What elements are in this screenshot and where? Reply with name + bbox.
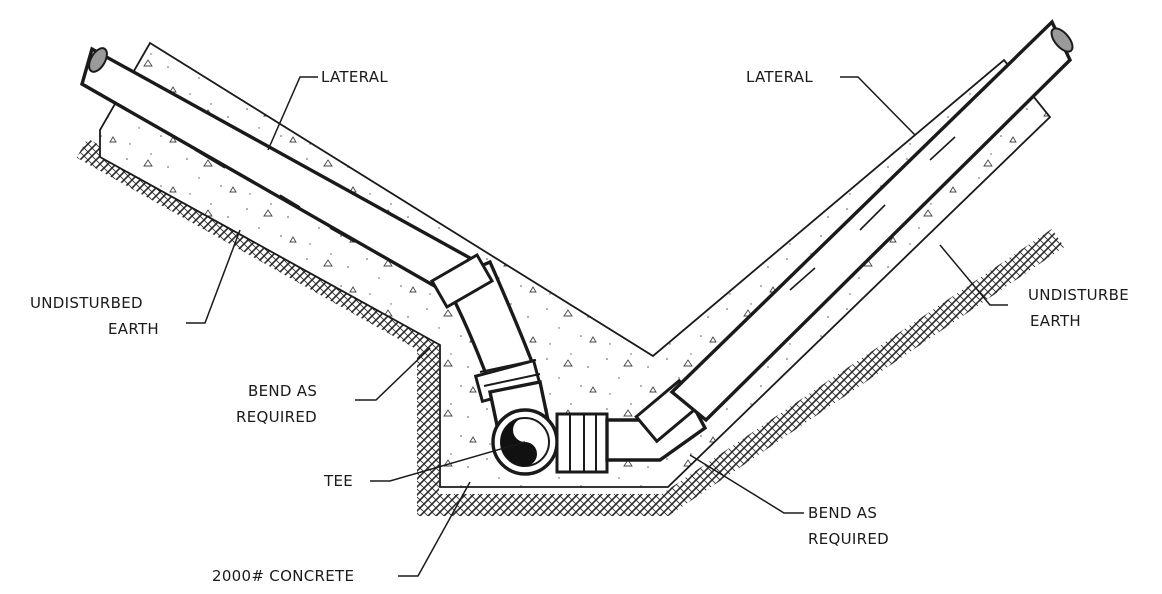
label-lateral-left: LATERAL <box>321 68 388 86</box>
label-undisturbed-earth-left-line2: EARTH <box>108 320 159 338</box>
label-bend-right-line2: REQUIRED <box>808 530 889 548</box>
label-bend-left-line2: REQUIRED <box>236 408 317 426</box>
label-undisturbed-earth-right-line1: UNDISTURBE <box>1028 286 1129 304</box>
right-lateral-pipe <box>669 19 1074 423</box>
undisturbed-earth <box>76 138 1065 516</box>
label-undisturbed-earth-left-line1: UNDISTURBED <box>30 294 143 312</box>
tee-fitting <box>487 380 609 476</box>
label-bend-right-line1: BEND AS <box>808 504 877 522</box>
label-undisturbed-earth-right-line2: EARTH <box>1030 312 1081 330</box>
label-bend-left-line1: BEND AS <box>248 382 317 400</box>
label-concrete: 2000# CONCRETE <box>212 567 354 585</box>
label-tee: TEE <box>323 472 353 490</box>
leader-lines <box>186 76 1008 577</box>
label-lateral-right: LATERAL <box>746 68 813 86</box>
diagram-labels: LATERAL LATERAL UNDISTURBED EARTH UNDIST… <box>30 68 1129 585</box>
